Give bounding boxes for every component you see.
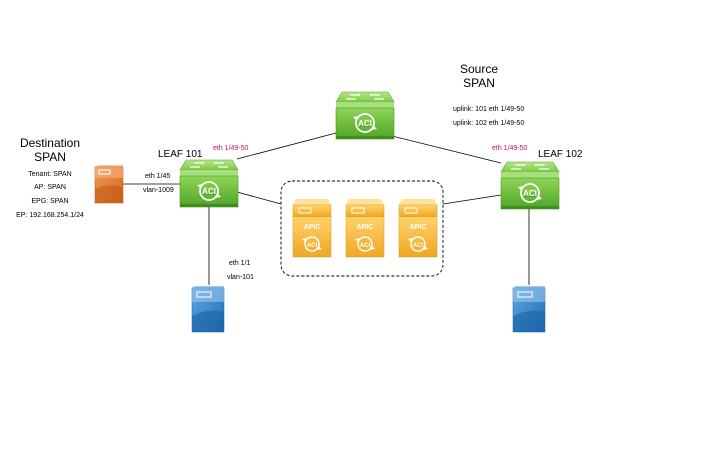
destination-ep: EP: 192.168.254.1/24 (16, 212, 84, 219)
leaf101-uplink-port: eth 1/49-50 (213, 145, 249, 152)
source-span-title-1: Source (460, 62, 498, 76)
apic-label-3: APIC (410, 224, 427, 231)
spine-aci-label: ACI (358, 119, 372, 128)
apic-aci-label-2: ACI (360, 243, 371, 249)
destination-span-title-1: Destination (20, 136, 80, 150)
destination-server-icon[interactable] (94, 164, 124, 204)
server-link-port: eth 1/1 (229, 260, 251, 267)
destination-ap: AP: SPAN (34, 184, 66, 191)
source-uplink-101: uplink: 101 eth 1/49-50 (453, 106, 524, 113)
leaf102-uplink-port: eth 1/49-50 (492, 145, 528, 152)
spine-switch-icon[interactable]: ACI (335, 91, 395, 140)
apic-label-1: APIC (304, 224, 321, 231)
apic-controller-icon-1[interactable]: APIC ACI (292, 198, 332, 258)
source-uplink-102: uplink: 102 eth 1/49-50 (453, 120, 524, 127)
link-leaf101-apic (236, 191, 282, 205)
leaf101-server-icon[interactable] (191, 285, 225, 333)
destination-tenant: Tenant: SPAN (28, 171, 71, 178)
source-span-title-2: SPAN (463, 76, 495, 90)
leaf101-aci-label: ACI (202, 187, 216, 196)
link-spine-leaf101 (236, 132, 337, 160)
destination-span-title-2: SPAN (34, 150, 66, 164)
leaf102-switch-icon[interactable]: ACI (500, 161, 560, 210)
apic-controller-icon-2[interactable]: APIC ACI (345, 198, 385, 258)
apic-aci-label-1: ACI (307, 243, 318, 249)
apic-aci-label-3: ACI (413, 243, 424, 249)
apic-controller-icon-3[interactable]: APIC ACI (398, 198, 438, 258)
destination-link-port: eth 1/45 (145, 173, 170, 180)
leaf102-aci-label: ACI (523, 189, 537, 198)
destination-epg: EPG: SPAN (31, 198, 68, 205)
leaf101-switch-icon[interactable]: ACI (179, 159, 239, 208)
link-spine-leaf102 (379, 132, 502, 164)
leaf101-name: LEAF 101 (158, 149, 203, 160)
connection-lines (123, 132, 530, 285)
apic-label-2: APIC (357, 224, 374, 231)
leaf102-server-icon[interactable] (512, 285, 546, 333)
leaf102-name: LEAF 102 (538, 149, 583, 160)
apic-cluster-frame (280, 180, 444, 277)
link-leaf102-apic (442, 194, 502, 205)
destination-link-vlan: vlan-1009 (143, 187, 174, 194)
server-link-vlan: vlan-101 (227, 274, 254, 281)
